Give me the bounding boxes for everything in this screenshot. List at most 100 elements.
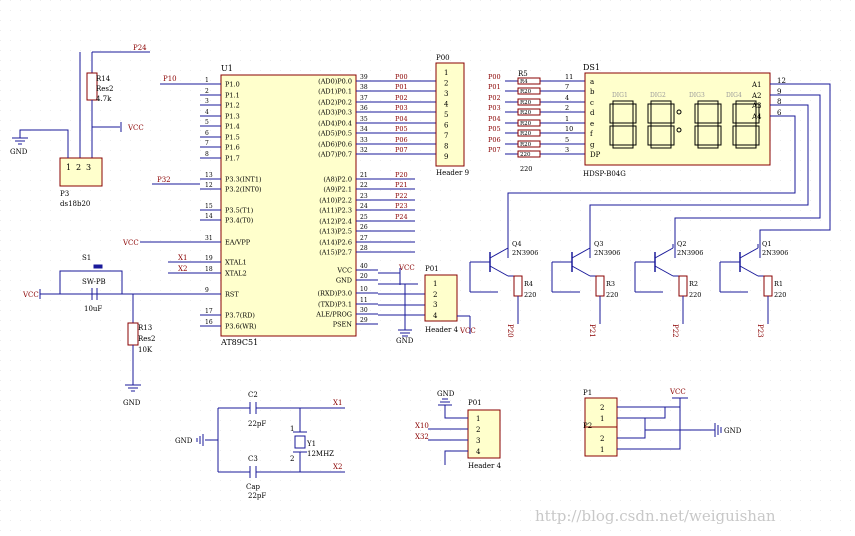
mcu-pin-number: 38 [360, 84, 368, 91]
net-label-p2: P21 [395, 181, 408, 189]
segment-bar [732, 125, 737, 146]
mcu-pin-name: (AD0)P0.0 [318, 78, 352, 86]
segment-resistor [517, 140, 541, 148]
mcu-pin-number: 19 [205, 255, 213, 262]
header4-bottom-p01[interactable]: P01 Header 4 1 2 3 4 [467, 399, 502, 470]
mcu-pin-name: XTAL1 [225, 259, 247, 267]
mcu-pin-name: P3.7(RD) [225, 312, 255, 320]
base-resistor-designator: R1 [774, 280, 783, 288]
segment-bar [632, 103, 637, 124]
segment-bar [612, 122, 634, 127]
mcu-pin-name: (A11)P2.3 [319, 207, 352, 215]
segment-bar [755, 125, 760, 146]
base-resistor-designator: R4 [524, 280, 533, 288]
mcu-pin-name: (A9)P2.1 [323, 186, 352, 194]
c3-value: 22pF [248, 492, 266, 500]
y1-pin-1: 1 [290, 425, 294, 433]
jumper-p1[interactable]: P1 P2 2 1 2 1 [583, 389, 618, 457]
mcu-power-wiring [378, 268, 425, 330]
base-resistor-value: 220 [524, 291, 536, 299]
digit-pin-number: 8 [777, 98, 781, 106]
segment-bar [732, 103, 737, 124]
mcu-part: AT89C51 [220, 338, 258, 347]
segment-name: c [590, 99, 594, 107]
transistor-collector [489, 265, 509, 277]
segment-name: f [590, 130, 594, 138]
gnd-label-reset: GND [123, 399, 141, 407]
segment-resistor [517, 150, 541, 158]
ds18b20-p3[interactable]: 1 2 3 P3 ds18b20 [59, 157, 103, 208]
net-label-p0: P00 [395, 73, 408, 81]
digit-pin-number: 12 [777, 77, 786, 85]
header9-pin-number: 4 [444, 101, 449, 109]
header9-pin-number: 9 [444, 153, 448, 161]
mcu-pin-number: 31 [205, 235, 213, 242]
digit-label: DIG2 [650, 92, 666, 99]
mcu-pin-name: P3.6(WR) [225, 323, 257, 331]
segment-bar [670, 125, 675, 146]
transistor-part: 2N3906 [594, 249, 620, 257]
transistor-part: 2N3906 [762, 249, 788, 257]
mcu-pin-number: 20 [360, 273, 368, 280]
switch-designator: S1 [82, 254, 91, 262]
header4-bottom-wiring [428, 398, 468, 465]
reset-circuit[interactable] [40, 264, 145, 392]
mcu-pin-name: (A13)P2.5 [319, 228, 352, 236]
mcu-pin-number: 27 [360, 235, 368, 242]
ds18b20-gnd [12, 129, 69, 158]
h4t-pin-2: 2 [433, 291, 437, 299]
segment-net-label: P07 [488, 146, 501, 154]
digit-drive-wiring [507, 83, 831, 258]
display-part: HDSP-B04G [583, 170, 626, 178]
transistor-emitter [654, 247, 674, 259]
segment-net-label: P05 [488, 125, 501, 133]
net-label-p10: P10 [163, 75, 177, 83]
segment-resistor-label: 220 [520, 152, 531, 158]
mcu-pin-number: 35 [360, 116, 368, 123]
mcu-pin-number: 39 [360, 74, 368, 81]
net-label-x1-crystal: X1 [333, 399, 342, 407]
mcu-pin-number: 17 [205, 308, 213, 315]
segment-resistor [517, 129, 541, 137]
header4-top-p01[interactable]: P01 Header 4 1 2 3 4 [424, 265, 459, 334]
mcu-pin-number: 34 [360, 126, 368, 133]
mcu-pin-name: (AD4)P0.4 [318, 120, 352, 128]
crystal-circuit[interactable] [196, 402, 345, 478]
mcu-pin-number: 12 [205, 182, 213, 189]
segment-bar [609, 125, 614, 146]
mcu-pin-name: P1.2 [225, 102, 240, 110]
segment-resistor-label: R20 [520, 142, 532, 148]
base-resistor-designator: R2 [689, 280, 698, 288]
net-label-p0: P07 [395, 146, 408, 154]
colon-dot-lower [676, 127, 682, 133]
header4-bottom-designator: P01 [468, 399, 482, 407]
base-resistor [763, 275, 773, 297]
segment-bar [717, 103, 722, 124]
jumper-pin-b1: 1 [600, 446, 604, 454]
mcu-pin-number: 3 [205, 98, 209, 105]
y1-designator: Y1 [306, 440, 316, 448]
transistor-emitter [571, 247, 591, 259]
net-label-p2: P24 [395, 213, 408, 221]
transistor-part: 2N3906 [512, 249, 538, 257]
digit-pin-name: A3 [751, 102, 762, 110]
pot-r14[interactable] [79, 51, 150, 160]
transistor-collector [654, 265, 674, 277]
vcc-label-reset: VCC [22, 291, 39, 299]
header9-pin-number: 5 [444, 111, 448, 119]
ds-pin-1: 1 [66, 163, 71, 172]
h4b-pin-2: 2 [476, 426, 480, 434]
segment-name: d [590, 109, 595, 117]
base-resistor [513, 275, 523, 297]
digit-label: DIG4 [726, 92, 742, 99]
header4-bottom-part: Header 4 [468, 462, 502, 470]
mcu-pin-name: XTAL2 [225, 270, 247, 278]
header9-pin-number: 1 [444, 69, 448, 77]
transistor-collector [739, 265, 759, 277]
segment-bar [697, 144, 719, 149]
jumper-pin-b2: 2 [600, 435, 604, 443]
